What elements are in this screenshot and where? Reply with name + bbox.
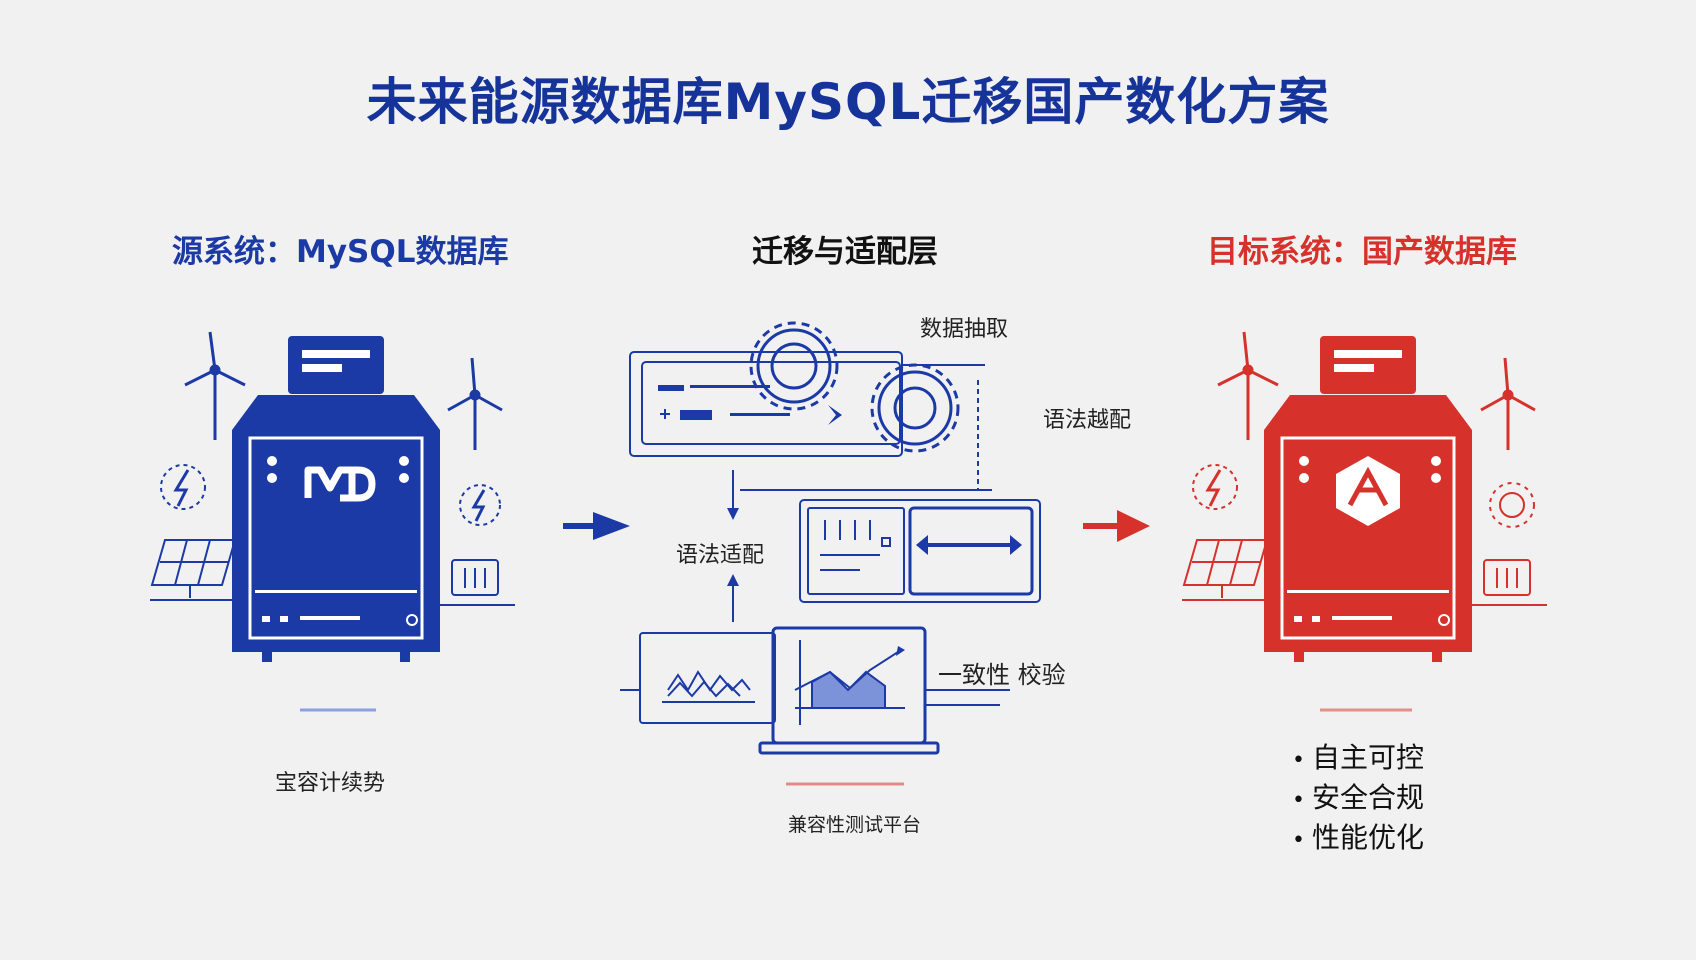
- source-server-label-2: 数据库: [303, 558, 369, 584]
- battery-icon: [440, 559, 515, 606]
- target-server-label-1: 未来能源: [1324, 531, 1412, 557]
- source-system: 未来能源 数据库: [150, 331, 515, 712]
- lightning-icon: [459, 484, 501, 526]
- solar-panel-icon: [1182, 539, 1269, 601]
- arrow-right-icon: [1083, 510, 1150, 542]
- target-heading: 目标系统：国产数据库: [1207, 234, 1517, 270]
- solar-panel-icon: [150, 539, 237, 601]
- middle-heading: 迁移与适配层: [752, 234, 938, 270]
- label-platform: 兼容性测试平台: [788, 814, 922, 836]
- label-syntax-right: 语法越配: [1043, 408, 1132, 433]
- page-title: 未来能源数据库MySQL迁移国产数化方案: [366, 73, 1330, 131]
- wind-turbine-icon: [184, 331, 246, 440]
- lightning-icon: [1192, 464, 1238, 510]
- source-server: 未来能源 数据库: [232, 336, 440, 662]
- migration-layer: [620, 321, 1041, 786]
- target-server: 未来能源 数据库: [1264, 336, 1472, 662]
- wind-turbine-icon: [447, 357, 503, 450]
- gear-icon: [870, 363, 960, 453]
- wind-turbine-icon: [1480, 357, 1536, 450]
- sun-icon: [1489, 482, 1535, 528]
- list-item: 自主可控: [1292, 738, 1424, 778]
- domestic-db-logo-icon: [1336, 456, 1400, 526]
- arrow-right-icon: [563, 512, 630, 540]
- gear-icon: [749, 321, 839, 411]
- battery-icon: [1472, 559, 1547, 606]
- label-extract: 数据抽取: [920, 317, 1009, 342]
- label-syntax-left: 语法适配: [676, 543, 765, 568]
- source-heading: 源系统：MySQL数据库: [172, 234, 509, 270]
- source-caption: 宝容计续势: [275, 771, 386, 796]
- target-system: 未来能源 数据库: [1182, 331, 1547, 712]
- syntax-panel: [799, 499, 1041, 603]
- target-benefits-list: 自主可控 安全合规 性能优化: [1292, 738, 1424, 858]
- extract-panel: [629, 351, 985, 490]
- list-item: 性能优化: [1292, 818, 1424, 858]
- target-server-label-2: 数据库: [1335, 558, 1401, 584]
- mysql-dolphin-icon: [304, 466, 376, 502]
- lightning-icon: [160, 464, 206, 510]
- list-item: 安全合规: [1292, 778, 1424, 818]
- label-consistency: 一致性 校验: [938, 661, 1066, 689]
- chart-icon: [620, 632, 776, 724]
- laptop-icon: [758, 626, 1010, 755]
- source-server-label-1: 未来能源: [292, 531, 380, 557]
- wind-turbine-icon: [1217, 331, 1279, 440]
